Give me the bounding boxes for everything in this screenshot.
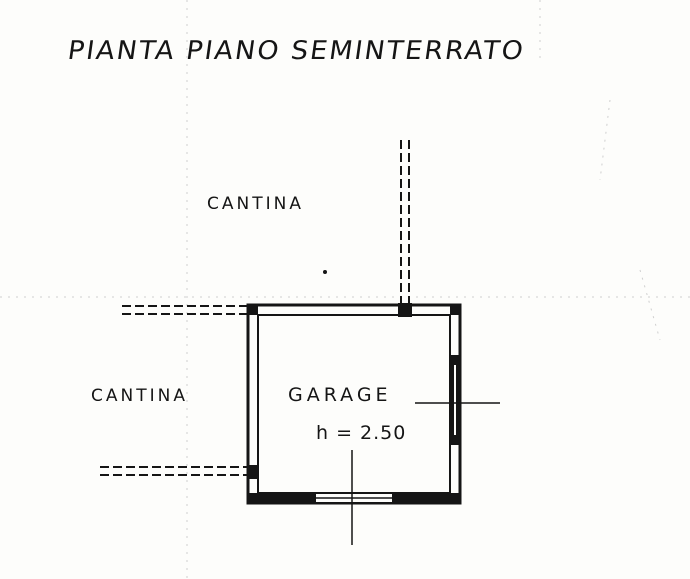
garage-outer-wall — [246, 303, 462, 505]
plan-title: PIANTA PIANO SEMINTERRATO — [65, 36, 527, 66]
corner-top-left — [248, 305, 258, 315]
garage-walls — [246, 303, 462, 505]
reference-lines — [351, 402, 500, 545]
garage-height-label: h = 2.50 — [316, 422, 407, 444]
wall-segment-bottom-right — [392, 494, 450, 502]
corner-bottom-left — [248, 493, 258, 503]
ink-dot — [323, 270, 327, 274]
corner-bottom-right — [450, 493, 460, 503]
room-label-garage: GARAGE — [288, 384, 392, 406]
room-label-cantina-left: CANTINA — [91, 386, 188, 406]
wall-stub-left — [248, 465, 258, 479]
garage-door-opening — [316, 494, 392, 502]
corner-top-right — [450, 305, 460, 315]
wall-segment-bottom-left — [258, 494, 316, 502]
room-label-cantina-top: CANTINA — [207, 194, 304, 214]
dashed-wall-lines — [100, 140, 410, 476]
garage-inner-wall — [257, 314, 451, 494]
pillar-top — [398, 303, 412, 317]
